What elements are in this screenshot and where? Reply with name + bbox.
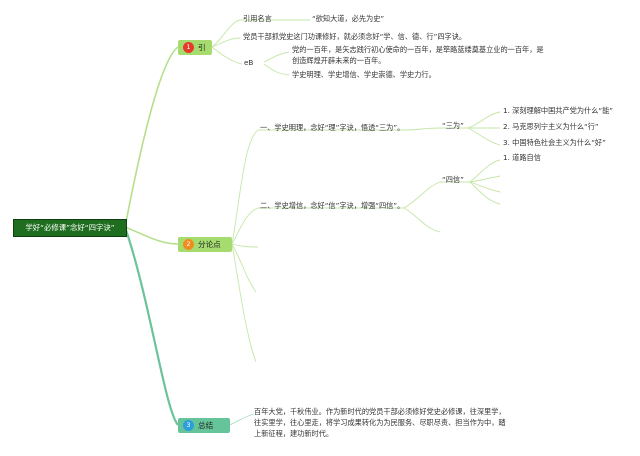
intro-quote[interactable]: “欲知大道，必先为史” — [312, 14, 385, 23]
connector-sixin-empty-3 — [469, 181, 501, 205]
connector-p1-sanwei — [403, 127, 468, 131]
topic-points-label: 分论点 — [198, 240, 221, 249]
intro-eb-line2[interactable]: 学史明理、学史增信、学史崇德、学史力行。 — [292, 70, 436, 79]
connector-points-p1 — [231, 129, 404, 245]
point-2[interactable]: 二、学史增信，念好“信”字诀，增强“四信”。 — [260, 201, 405, 210]
point-1-item-2[interactable]: 2. 马克思列宁主义为什么“行” — [503, 122, 599, 131]
intro-eb[interactable]: eB — [244, 58, 254, 67]
connector-sixin-empty-2 — [469, 181, 501, 193]
connector-sixin-empty-1 — [469, 175, 501, 183]
connector-p2-empty — [403, 207, 441, 233]
connector-sanwei-item1 — [467, 111, 501, 129]
connector-root-intro — [124, 46, 179, 228]
intro-line2[interactable]: 党员干部抓党史这门功课修好，就必须念好“学、信、德、行”四字诀。 — [243, 32, 467, 41]
connector-intro-eb — [211, 46, 243, 65]
intro-eb-line1b: 创造辉煌开辟未来的一百年。 — [292, 56, 386, 65]
connector-points-empty-3 — [231, 243, 257, 363]
connector-summary-text — [229, 413, 255, 426]
connector-eb-line1 — [263, 51, 290, 63]
badge-3-icon: 3 — [183, 420, 194, 431]
connector-p2-sixin — [403, 181, 470, 209]
connector-root-summary — [123, 226, 179, 426]
topic-points[interactable]: 2 分论点 — [178, 237, 232, 252]
topic-intro-label: 引 — [198, 43, 206, 52]
point-1[interactable]: 一、学史明理，念好“理”字诀，悟透“三为”。 — [260, 123, 405, 132]
intro-quote-label[interactable]: 引用名言 — [243, 14, 272, 23]
badge-2-icon: 2 — [183, 239, 194, 250]
point-1-item-3[interactable]: 3. 中国特色社会主义为什么“好” — [503, 138, 606, 147]
topic-summary[interactable]: 3 总结 — [178, 418, 230, 433]
connector-intro-line2 — [211, 37, 241, 48]
summary-line-1[interactable]: 百年大党，千秋伟业。作为新时代的党员干部必须修好党史必修课，往深里学， — [254, 407, 506, 416]
point-1-item-1[interactable]: 1. 深刻理解中国共产党为什么“能” — [503, 106, 614, 115]
summary-line-3: 上新征程，建功新时代。 — [254, 429, 334, 438]
root-node[interactable]: 学好“必修课”念好“四字诀” — [13, 219, 127, 237]
connector-root-points — [124, 226, 179, 245]
connector-points-p2 — [231, 207, 404, 245]
connector-intro-quote — [211, 19, 282, 48]
badge-1-icon: 1 — [183, 42, 194, 53]
connector-sanwei-item3 — [467, 127, 501, 146]
topic-summary-label: 总结 — [198, 421, 214, 430]
intro-eb-line1a[interactable]: 党的一百年，是矢志践行初心使命的一百年，是筚路蓝缕奠基立业的一百年，是 — [292, 45, 544, 54]
connector-points-empty-1 — [231, 243, 259, 248]
connector-points-empty-2 — [231, 243, 257, 293]
connector-eb-line2 — [263, 63, 290, 76]
point-2-child[interactable]: “四信” — [442, 175, 464, 184]
point-1-child[interactable]: “三为” — [442, 121, 464, 130]
summary-line-2: 往实里学，往心里走，将学习成果转化为为民服务、尽职尽责、担当作为中，踏 — [254, 418, 506, 427]
topic-intro[interactable]: 1 引 — [178, 40, 212, 55]
point-2-item-1[interactable]: 1. 道路自信 — [503, 153, 541, 162]
connector-sixin-item1 — [469, 159, 501, 183]
